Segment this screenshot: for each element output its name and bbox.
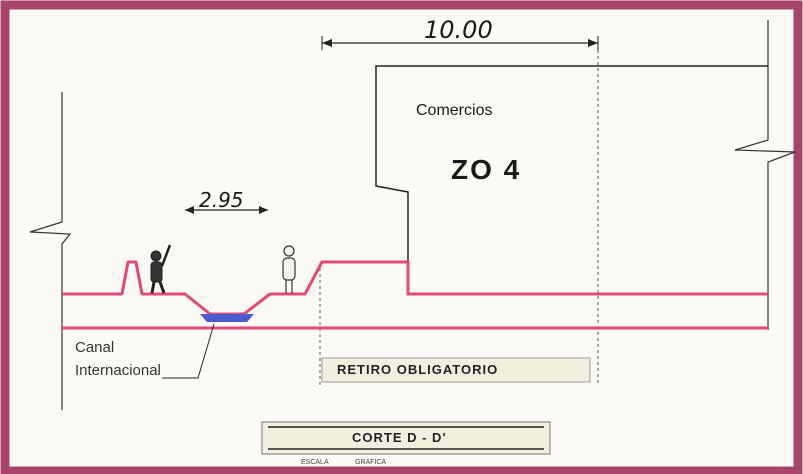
zone-label: ZO 4 — [451, 154, 522, 185]
building-outline — [375, 65, 768, 294]
dimension-arrow-right — [588, 39, 598, 47]
canal-label-line1: Canal — [75, 339, 115, 356]
canal-leader-line — [162, 323, 215, 379]
person-figure-right — [282, 245, 296, 293]
dimension-arrow-right — [259, 206, 268, 214]
dimension-arrow-left — [185, 206, 194, 214]
canal-label-line2: Internacional — [75, 362, 161, 379]
scale-label-2: GRAFICA — [355, 459, 387, 466]
building-use-label: Comercios — [416, 102, 493, 119]
person-figure-left — [150, 244, 172, 294]
right-break-line — [734, 20, 796, 330]
section-title: CORTE D - D' — [352, 430, 447, 445]
left-break-line — [29, 92, 72, 410]
dimension-canal-label: 2.95 — [199, 188, 244, 212]
dimension-arrow-left — [322, 39, 332, 47]
dimension-top-label: 10.00 — [424, 16, 493, 44]
scale-label-1: ESCALA — [301, 459, 329, 466]
setback-label-box — [321, 357, 591, 383]
canal-water — [200, 314, 254, 322]
setback-label: RETIRO OBLIGATORIO — [337, 362, 499, 377]
